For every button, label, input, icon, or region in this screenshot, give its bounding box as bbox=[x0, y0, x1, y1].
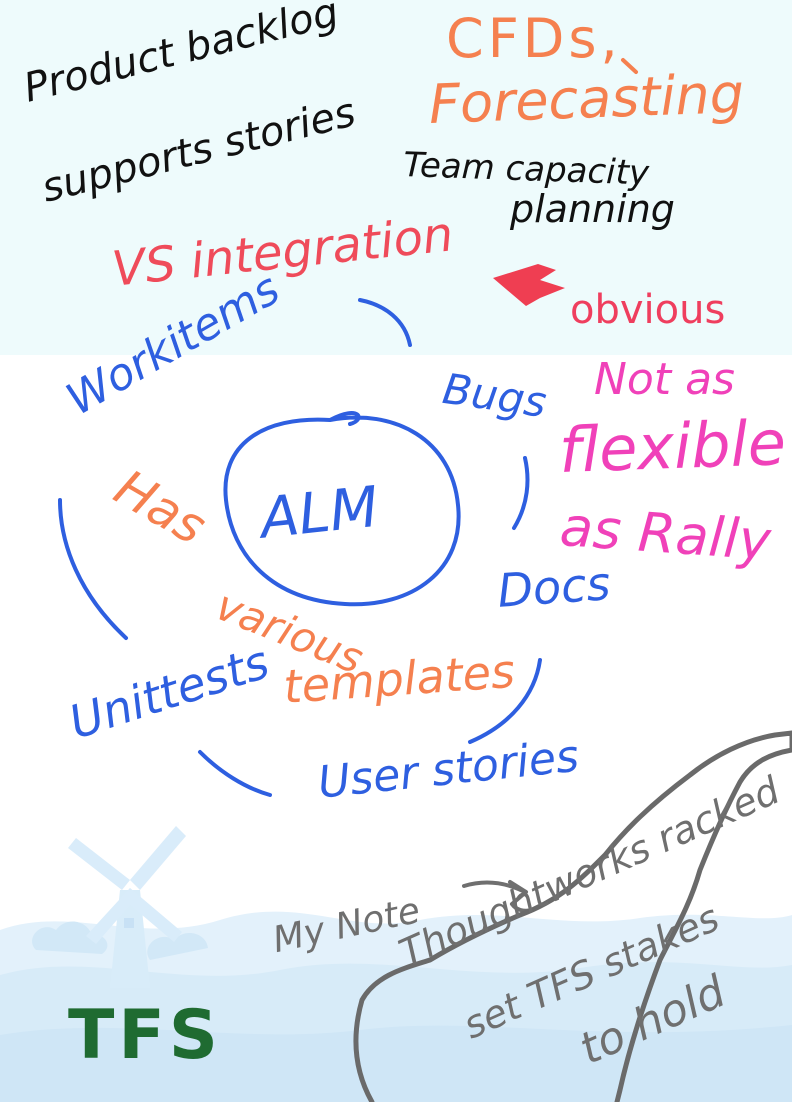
note-cfds: CFDs, bbox=[446, 7, 622, 70]
note-cloud-outline bbox=[353, 730, 792, 1102]
cycle-arcs bbox=[58, 298, 542, 797]
note-planning: planning bbox=[510, 187, 675, 231]
note-tfs: TFS bbox=[68, 996, 222, 1075]
cfds-slash bbox=[621, 58, 638, 74]
note-docs: Docs bbox=[495, 556, 613, 618]
arrow-icon bbox=[493, 264, 565, 306]
note-team-capacity: Team capacity bbox=[402, 145, 650, 194]
alm-circle bbox=[223, 411, 461, 607]
landscape-background bbox=[0, 911, 792, 1102]
windmill-icon bbox=[68, 826, 186, 988]
top-band bbox=[0, 0, 792, 355]
note-obvious: obvious bbox=[570, 287, 726, 333]
note-not-as: Not as bbox=[594, 354, 735, 405]
note-center-alm: ALM bbox=[257, 474, 382, 552]
note-forecasting: Forecasting bbox=[427, 62, 745, 136]
note-flexible: flexible bbox=[557, 406, 788, 487]
